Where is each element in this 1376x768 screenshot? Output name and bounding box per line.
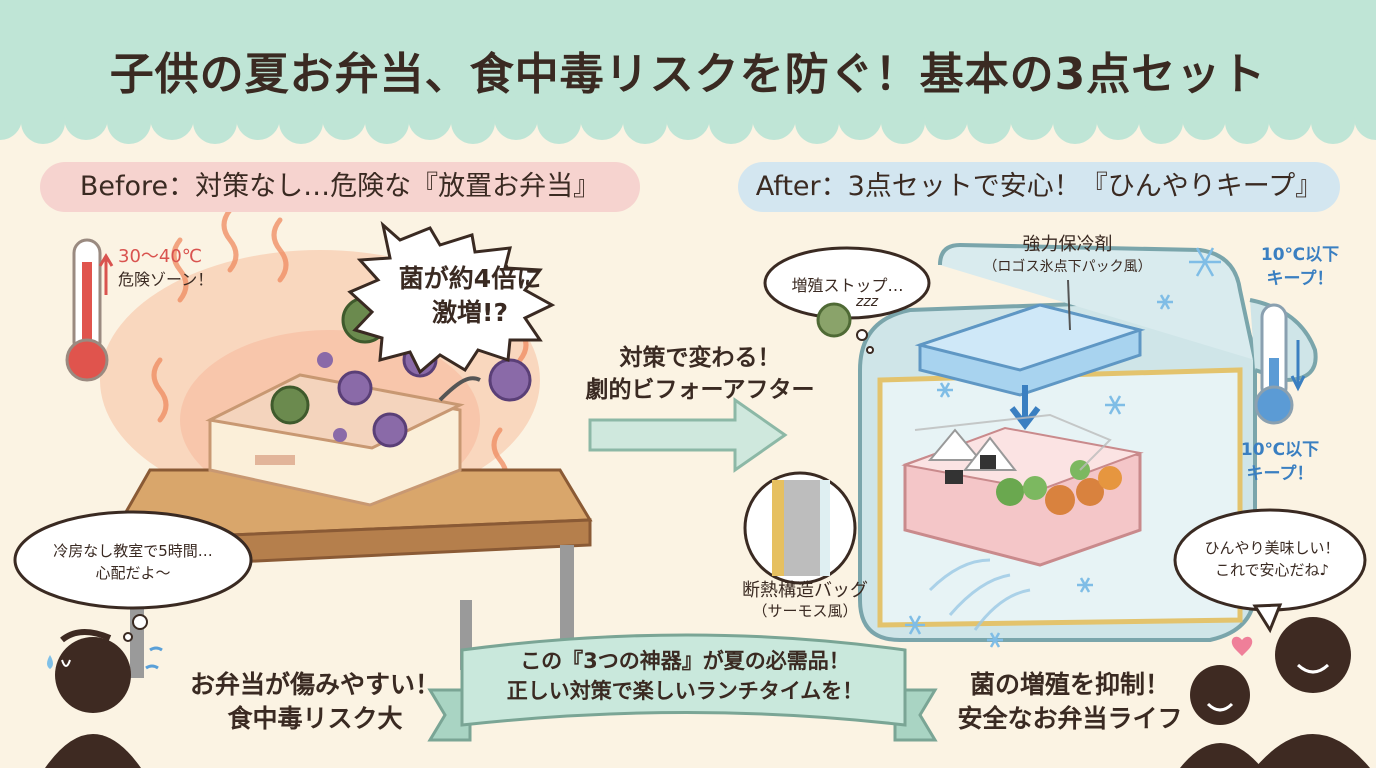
cold-air bbox=[928, 558, 1031, 631]
banner-text: この『3つの神器』が夏の必需品！ 正しい対策で楽しいランチタイムを！ bbox=[470, 646, 900, 706]
happy-bubble: ひんやり美味しい！ これで安心だね♪ bbox=[1182, 537, 1362, 581]
header-band bbox=[0, 0, 1376, 144]
banner-line-2: 正しい対策で楽しいランチタイムを！ bbox=[506, 679, 864, 703]
spread-arrow bbox=[438, 376, 481, 402]
transition-text-line-2: 劇的ビフォーアフター bbox=[585, 377, 815, 403]
bottom-banner bbox=[427, 633, 938, 742]
ice-pack bbox=[914, 303, 1146, 397]
keep-bottom-line-1: 10℃以下 bbox=[1240, 440, 1320, 460]
keep-top-line-2: キープ！ bbox=[1266, 269, 1334, 289]
after-caption-line-1: 菌の増殖を抑制！ bbox=[969, 670, 1170, 699]
after-caption-line-2: 安全なお弁当ライフ bbox=[957, 703, 1183, 733]
before-caption: お弁当が傷みやすい！ 食中毒リスク大 bbox=[170, 668, 460, 736]
before-caption-line-2: 食中毒リスク大 bbox=[227, 703, 403, 733]
keep-cool-bottom: 10℃以下 キープ！ bbox=[1225, 438, 1335, 486]
ice-pack-label: 強力保冷剤 bbox=[1022, 234, 1113, 255]
sleeping-germ-icon bbox=[816, 302, 852, 338]
keep-cool-top: 10℃以下 キープ！ bbox=[1245, 243, 1355, 291]
insulation-detail bbox=[743, 471, 857, 585]
sleep-bubble: 増殖ストップ… bbox=[791, 276, 904, 295]
ice-pack-note: （ロゴス氷点下パック風） bbox=[983, 259, 1152, 275]
keep-bottom-line-2: キープ！ bbox=[1246, 464, 1314, 484]
transition-arrow bbox=[588, 397, 788, 473]
temp-range: 30〜40℃ bbox=[118, 246, 203, 267]
worry-bubble: 冷房なし教室で5時間… 心配だよ〜 bbox=[18, 540, 248, 584]
germ-bubble: 菌が約4倍に 激増!? bbox=[395, 262, 545, 330]
hot-thermometer-icon bbox=[65, 238, 109, 382]
worry-bubble-line-2: 心配だよ〜 bbox=[95, 564, 171, 582]
worry-bubble-line-1: 冷房なし教室で5時間… bbox=[53, 542, 213, 560]
ice-pack-leader bbox=[1067, 279, 1071, 331]
happy-bubble-shape bbox=[1173, 508, 1367, 634]
banner-line-1: この『3つの神器』が夏の必需品！ bbox=[520, 649, 850, 673]
page-title: 子供の夏お弁当、食中毒リスクを防ぐ！基本の3点セット bbox=[109, 49, 1267, 100]
keep-top-line-1: 10℃以下 bbox=[1260, 245, 1340, 265]
bag-label: 断熱構造バッグ bbox=[742, 580, 868, 601]
snowflake-icons bbox=[905, 247, 1221, 648]
happy-children-icon bbox=[1180, 617, 1370, 768]
after-heading: After：3点セットで安心！『ひんやりキープ』 bbox=[738, 162, 1340, 212]
worried-child-icon bbox=[45, 629, 163, 768]
cool-thermometer-icon bbox=[1254, 303, 1294, 425]
bag-note: （サーモス風） bbox=[752, 602, 858, 620]
before-heading: Before：対策なし…危険な『放置お弁当』 bbox=[40, 162, 640, 212]
germ-bubble-shape bbox=[347, 220, 556, 375]
transition-text-line-1: 対策で変わる！ bbox=[619, 345, 781, 371]
germ-bubble-line-1: 菌が約4倍に bbox=[398, 264, 542, 293]
before-caption-line-1: お弁当が傷みやすい！ bbox=[189, 670, 440, 699]
happy-bubble-line-2: これで安心だね♪ bbox=[1214, 561, 1330, 579]
transition-text: 対策で変わる！ 劇的ビフォーアフター bbox=[560, 342, 840, 406]
zzz-label: zzz bbox=[856, 294, 879, 310]
worry-bubble-shape bbox=[13, 510, 253, 642]
happy-bubble-line-1: ひんやり美味しい！ bbox=[1204, 539, 1340, 557]
danger-zone-label: 危険ゾーン！ bbox=[118, 270, 214, 289]
germ-bubble-line-2: 激増!? bbox=[432, 298, 508, 327]
cooling-arrow-icon bbox=[1009, 385, 1041, 430]
after-caption: 菌の増殖を抑制！ 安全なお弁当ライフ bbox=[930, 668, 1210, 736]
lunchbox-after bbox=[901, 426, 1144, 567]
